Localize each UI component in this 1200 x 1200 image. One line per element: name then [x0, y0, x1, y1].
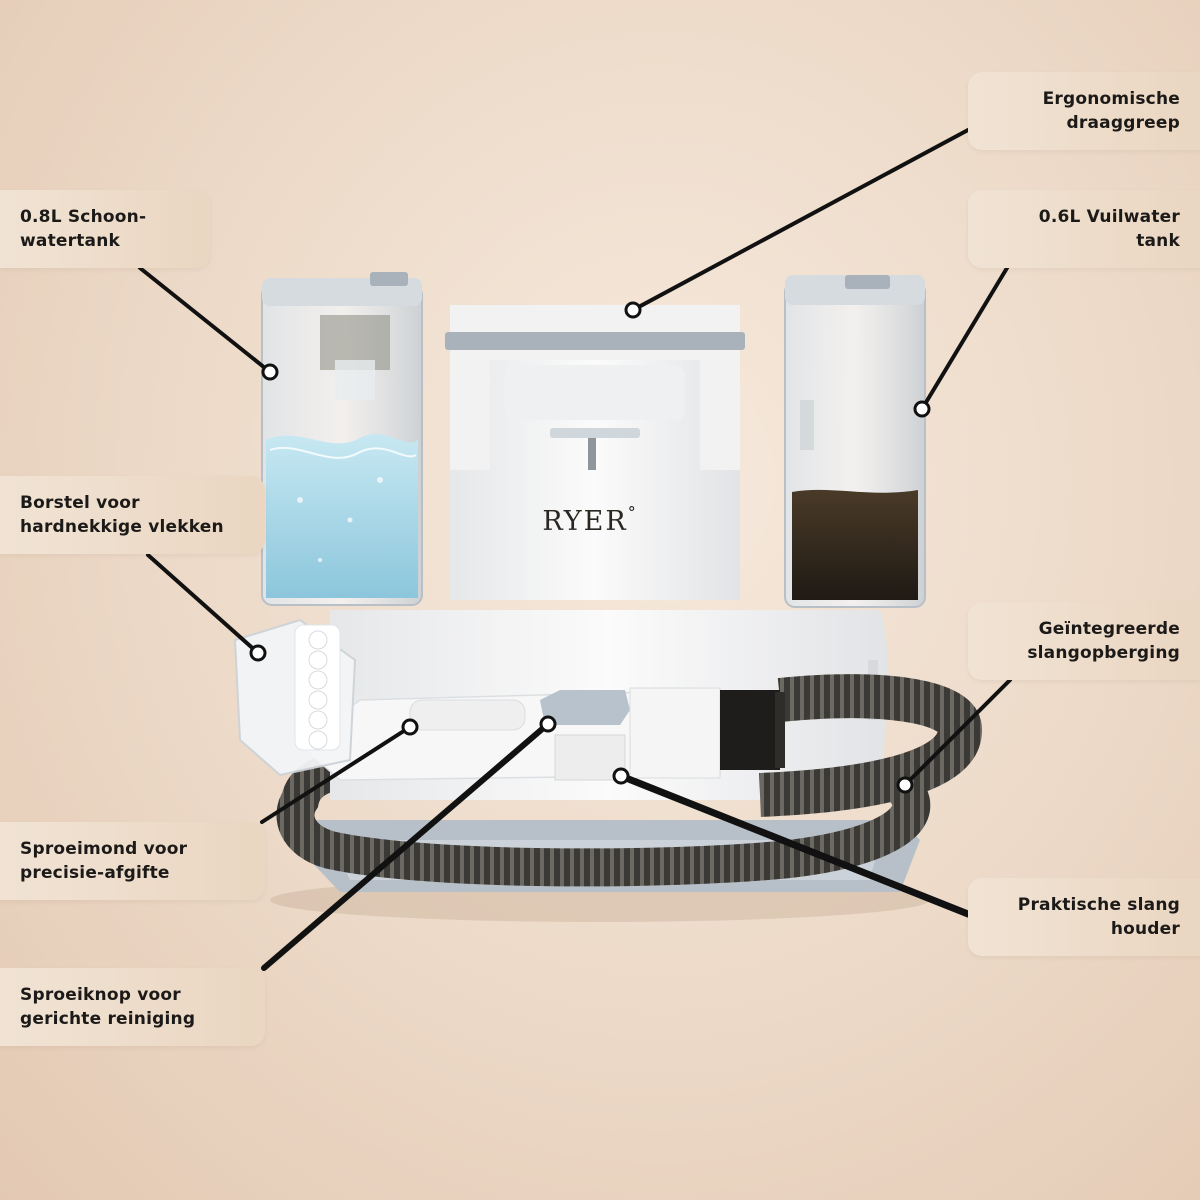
- leader-dot-spray-button: [539, 715, 557, 733]
- handle-indicator: [588, 438, 596, 470]
- leader-lines: [138, 128, 1012, 971]
- leader-dots: [249, 301, 931, 794]
- callout-brush-line1: Borstel voor: [20, 493, 140, 513]
- brush-head: [233, 618, 357, 777]
- callout-hose-holder: Praktische slang houder: [968, 878, 1200, 956]
- callout-handle: Ergonomische draaggreep: [968, 72, 1200, 150]
- callout-handle-line2: draaggreep: [1066, 113, 1180, 133]
- leader-line-handle: [631, 128, 970, 312]
- handle-slot: [550, 428, 640, 438]
- clean-water-tank: [261, 272, 423, 606]
- leader-dot-clean-tank: [261, 363, 279, 381]
- leader-line-spray-button: [261, 721, 551, 971]
- callout-clean-tank: 0.8L Schoon- watertank: [0, 190, 210, 268]
- brand-name: RYER: [542, 506, 627, 537]
- leader-line-hose-storage: [903, 678, 1012, 787]
- callout-dirty-tank: 0.6L Vuilwater tank: [968, 190, 1200, 268]
- callout-nozzle-line1: Sproeimond voor: [20, 839, 188, 859]
- leader-line-hose-holder: [617, 772, 972, 918]
- leader-dot-dirty-tank: [913, 400, 931, 418]
- leader-dot-hose-storage: [896, 776, 914, 794]
- handle-grip: [445, 332, 745, 350]
- brand-mark: °: [628, 503, 638, 522]
- callout-spray-button: Sproeiknop voor gerichte reiniging: [0, 968, 265, 1046]
- callout-handle-line1: Ergonomische: [1042, 89, 1180, 109]
- callout-spray-button-line1: Sproeiknop voor: [20, 985, 181, 1005]
- callout-brush: Borstel voor hardnekkige vlekken: [0, 476, 265, 554]
- handle-opening: [505, 365, 685, 420]
- callout-hose-holder-line2: houder: [1110, 919, 1180, 939]
- callout-hose-storage-line1: Geïntegreerde: [1038, 619, 1180, 639]
- callout-brush-line2: hardnekkige vlekken: [20, 517, 224, 537]
- leader-dot-handle: [624, 301, 642, 319]
- callout-spray-button-line2: gerichte reiniging: [20, 1009, 196, 1029]
- callout-clean-tank-line1: 0.8L Schoon-: [20, 207, 147, 227]
- leader-line-clean-tank: [138, 266, 272, 374]
- leader-dot-brush: [249, 644, 267, 662]
- spray-trigger: [540, 690, 630, 725]
- callout-nozzle: Sproeimond voor precisie-afgifte: [0, 822, 265, 900]
- dirty-water-tank: [784, 275, 926, 608]
- callout-nozzle-line2: precisie-afgifte: [20, 863, 170, 883]
- leader-dot-hose-holder: [612, 767, 630, 785]
- callout-dirty-tank-line1: 0.6L Vuilwater: [1038, 207, 1180, 227]
- leader-line-dirty-tank: [920, 266, 1009, 411]
- leader-line-brush: [146, 553, 260, 655]
- brand-logo: RYER°: [542, 503, 637, 537]
- handheld-tool: [298, 687, 785, 781]
- callout-hose-holder-line1: Praktische slang: [1017, 895, 1180, 915]
- leader-dot-nozzle: [401, 718, 419, 736]
- callout-hose-storage: Geïntegreerde slangopberging: [968, 602, 1200, 680]
- callout-clean-tank-line2: watertank: [20, 231, 121, 251]
- callout-dirty-tank-line2: tank: [1136, 231, 1180, 251]
- callout-hose-storage-line2: slangopberging: [1027, 643, 1180, 663]
- leader-line-nozzle: [260, 725, 412, 824]
